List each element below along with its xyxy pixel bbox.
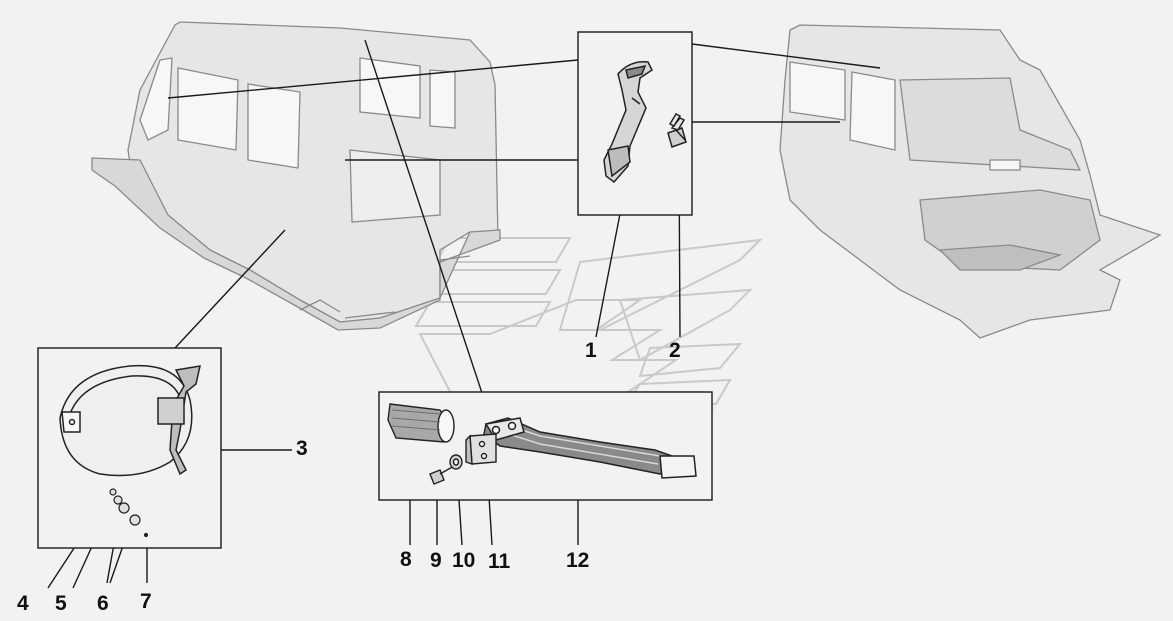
- callout-8: 8: [400, 548, 412, 571]
- van-body-rear-sketch: [91, 21, 501, 331]
- bracket-icon: [465, 433, 497, 465]
- callout-4: 4: [17, 592, 29, 615]
- callout-2: 2: [669, 339, 681, 362]
- callout-10: 10: [452, 549, 476, 572]
- callout-12: 12: [566, 549, 590, 572]
- fuel-cap-icon: [59, 364, 201, 477]
- van-body-front-sketch: [779, 24, 1162, 339]
- callout-6: 6: [97, 592, 109, 615]
- callout-11: 11: [488, 550, 511, 573]
- screw-icon: [429, 465, 455, 485]
- callout-7: 7: [140, 590, 152, 613]
- callout-3: 3: [296, 437, 308, 460]
- callout-1: 1: [585, 339, 597, 362]
- grab-handle-icon: [603, 61, 653, 184]
- bolt-icon: [667, 113, 687, 148]
- callout-9: 9: [430, 549, 442, 572]
- washer-icon: [449, 454, 463, 470]
- callout-5: 5: [55, 592, 67, 615]
- bushing-icon: [387, 403, 455, 443]
- fastener-set-icon: [109, 488, 149, 538]
- strap-icon: [483, 417, 697, 479]
